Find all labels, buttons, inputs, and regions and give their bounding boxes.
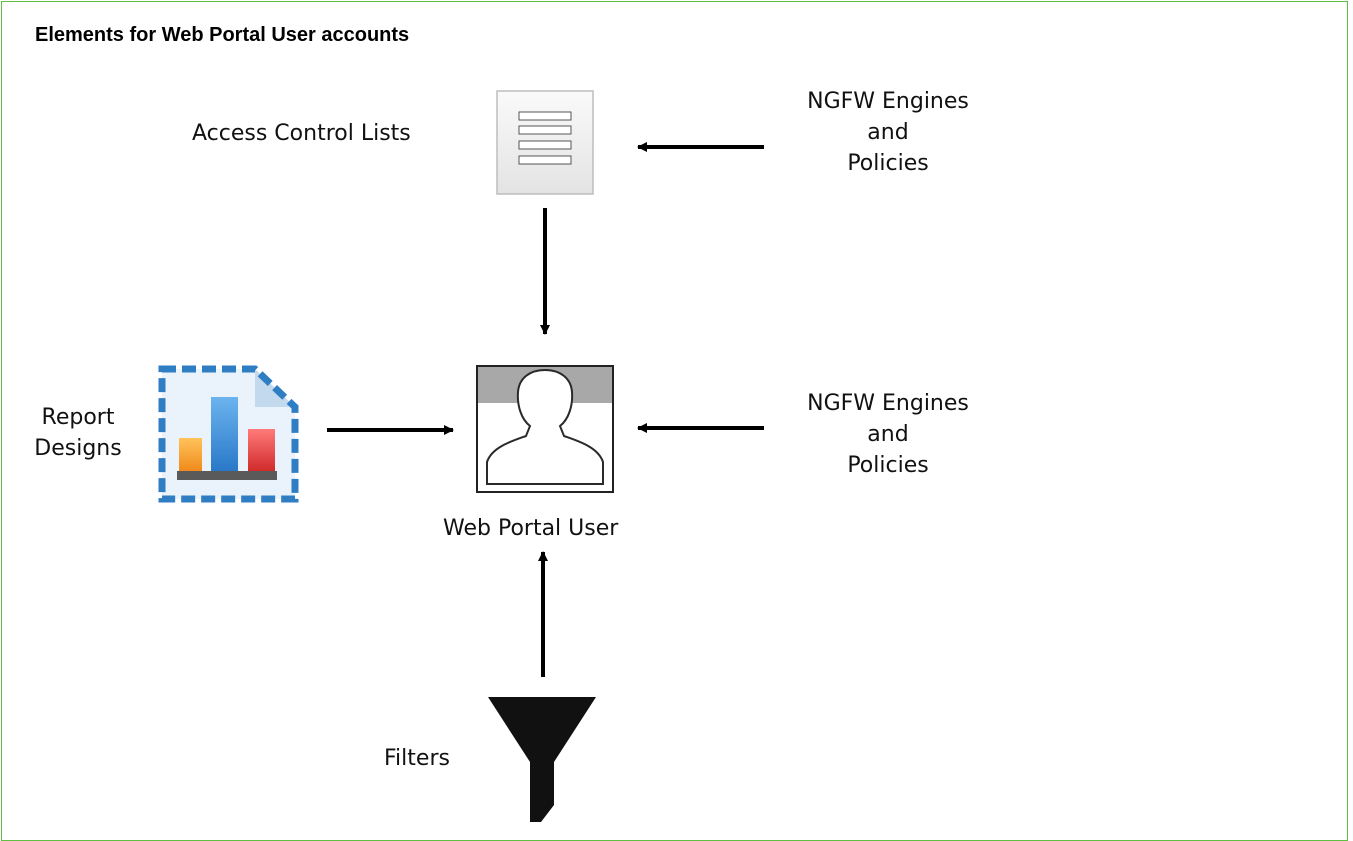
ngfw-top-line2: and (867, 120, 909, 145)
ngfw-top-label: NGFW Engines and Policies (778, 86, 998, 179)
filters-label: Filters (384, 746, 450, 771)
report-label: Report Designs (18, 402, 138, 464)
ngfw-top-line3: Policies (847, 151, 929, 176)
document-list-icon (496, 90, 594, 195)
ngfw-mid-line3: Policies (847, 453, 929, 478)
ngfw-mid-line1: NGFW Engines (807, 391, 969, 416)
ngfw-mid-line2: and (867, 422, 909, 447)
funnel-filter-icon (488, 697, 596, 822)
report-line2: Designs (34, 436, 122, 461)
diagram-title: Elements for Web Portal User accounts (35, 24, 410, 46)
bar-chart-report-icon (158, 365, 299, 503)
ngfw-mid-label: NGFW Engines and Policies (778, 388, 998, 481)
user-silhouette-icon (476, 365, 614, 493)
acl-label: Access Control Lists (192, 121, 411, 146)
report-line1: Report (41, 405, 115, 430)
ngfw-top-line1: NGFW Engines (807, 89, 969, 114)
user-label: Web Portal User (443, 516, 619, 541)
